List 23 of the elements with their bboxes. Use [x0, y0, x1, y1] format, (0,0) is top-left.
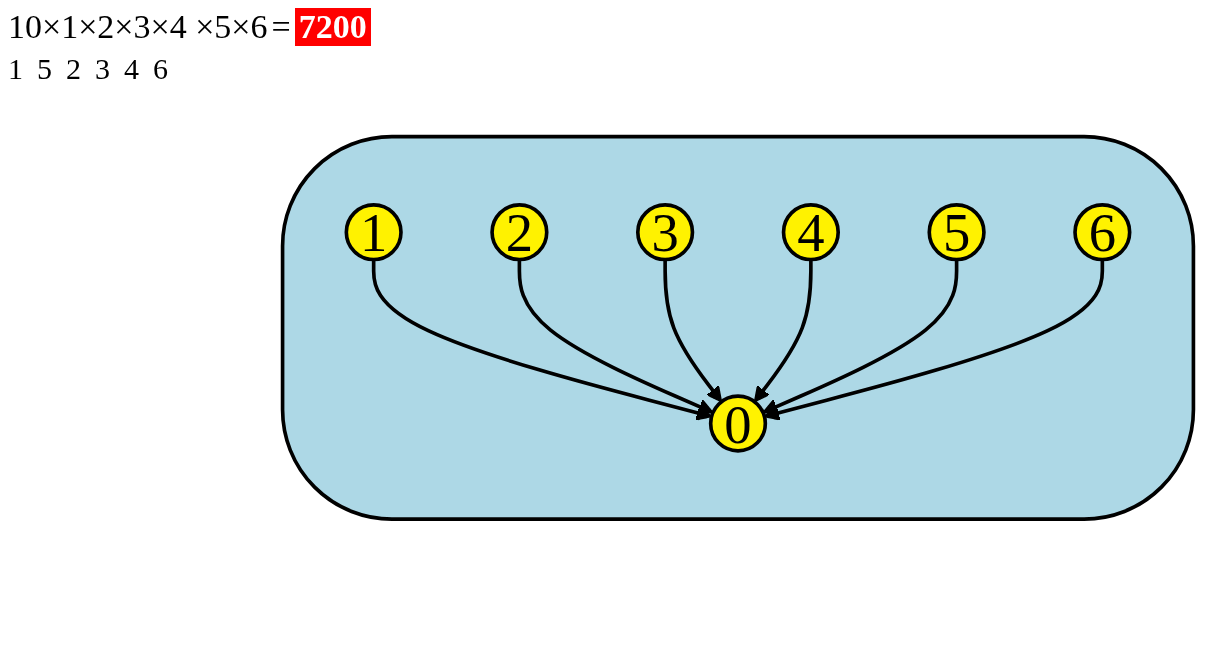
- arrow: [762, 259, 959, 414]
- arrow: [753, 259, 813, 403]
- cluster: [280, 134, 1196, 521]
- node-circle: 4: [781, 202, 840, 261]
- arrow: [371, 259, 713, 421]
- arrow: [663, 259, 723, 403]
- node-circle: 1: [344, 202, 403, 261]
- equals-sign: =: [271, 8, 291, 46]
- node-circle: 2: [490, 202, 549, 261]
- arrow: [763, 259, 1105, 421]
- expression-text: 10×1×2×3×4 ×5×6: [8, 8, 268, 46]
- node-circle: 0: [708, 394, 768, 453]
- edge-number: 4: [124, 52, 139, 86]
- arrow: [517, 259, 714, 414]
- edge-number: 5: [37, 52, 52, 86]
- edge-number: 6: [153, 52, 168, 86]
- node-circle: 6: [1073, 202, 1132, 261]
- edge-number: 3: [95, 52, 110, 86]
- edge-number: 2: [66, 52, 81, 86]
- node-circle: 3: [636, 202, 695, 261]
- edge-number: 1: [8, 52, 23, 86]
- node-circle: 5: [927, 202, 986, 261]
- result-highlight: 7200: [294, 8, 371, 46]
